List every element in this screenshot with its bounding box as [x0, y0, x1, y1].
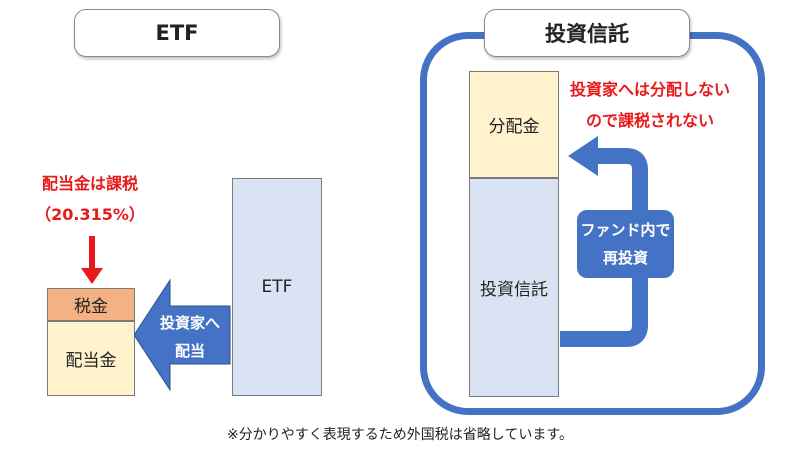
etf-tax-note-line2: （20.315%）	[35, 205, 145, 224]
dividend-box-label: 配当金	[65, 351, 117, 371]
down-arrow-head	[81, 268, 103, 284]
dividend-box: 配当金	[47, 321, 135, 396]
etf-title-box: ETF	[74, 9, 280, 57]
down-arrow-icon	[81, 236, 103, 284]
footnote: ※分かりやすく表現するため外国税は省略しています。	[227, 427, 573, 443]
tax-box-label: 税金	[74, 297, 108, 317]
arrow-label-line1: 投資家へ	[159, 314, 220, 332]
down-arrow-shaft	[89, 236, 95, 270]
reinvest-arrow-head	[568, 136, 598, 176]
reinvest-label-line1: ファンド内で	[580, 221, 671, 239]
etf-title: ETF	[155, 21, 199, 45]
distribution-box: 分配金	[469, 71, 559, 178]
fund-box: 投資信託	[469, 178, 559, 397]
distribution-box-label: 分配金	[488, 117, 540, 137]
etf-box: ETF	[232, 178, 322, 396]
reinvest-label-box	[577, 210, 674, 278]
fund-note-line2: ので課税されない	[585, 111, 714, 130]
fund-title-box: 投資信託	[484, 9, 690, 57]
fund-note-line1: 投資家へは分配しない	[569, 80, 730, 99]
left-arrow-icon	[134, 278, 231, 392]
left-arrow-shape	[134, 278, 231, 392]
etf-tax-note-line1: 配当金は課税	[41, 174, 138, 193]
fund-title: 投資信託	[545, 22, 629, 46]
tax-box: 税金	[47, 288, 135, 321]
reinvest-label-line2: 再投資	[602, 249, 648, 267]
arrow-label-line2: 配当	[174, 342, 205, 360]
etf-box-label: ETF	[261, 277, 293, 297]
fund-box-label: 投資信託	[480, 280, 548, 300]
